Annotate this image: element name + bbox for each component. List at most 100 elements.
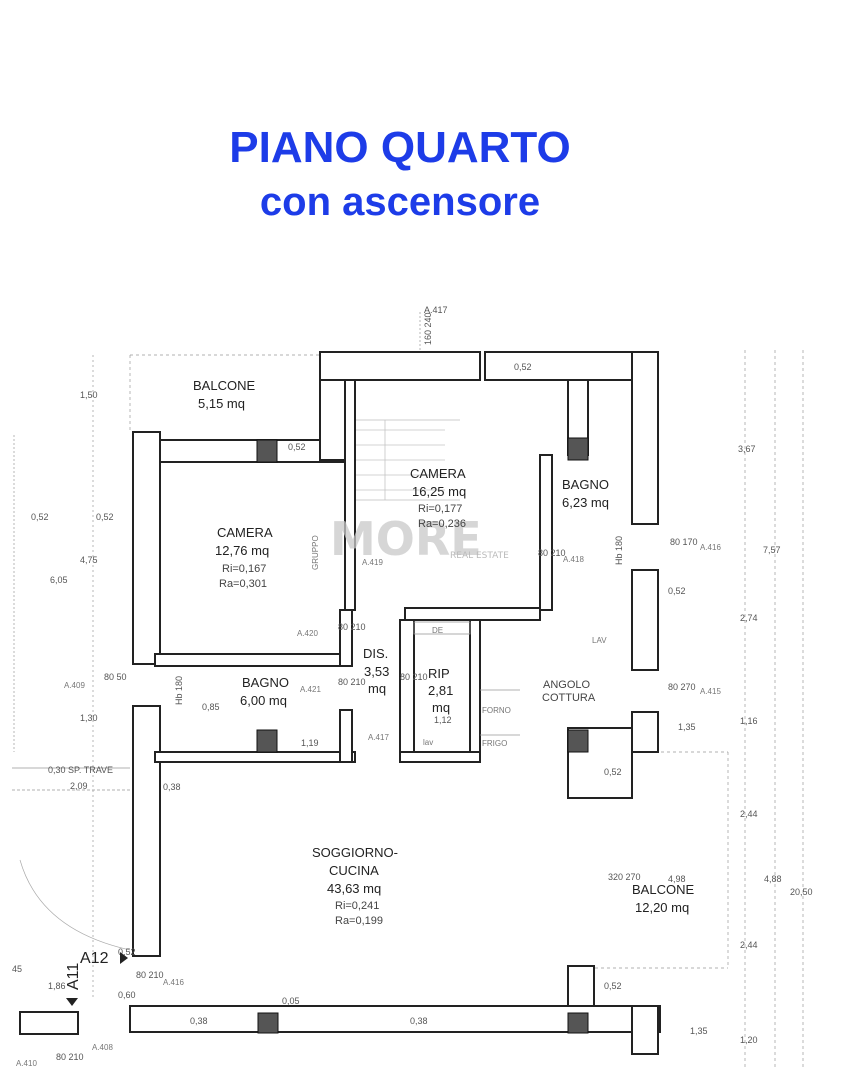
marker-a11: A11 (65, 963, 82, 990)
dim-a415: A.415 (700, 687, 721, 696)
kitchen-fixtures (413, 621, 520, 736)
dim-a420: A.420 (297, 629, 318, 638)
dim-038-b: 0,38 (190, 1016, 208, 1026)
wall-west-lower (132, 705, 161, 957)
dim-052-left1: 0,52 (31, 512, 49, 522)
dim-hb-180-a: Hb 180 (614, 536, 624, 565)
room-soggiorno-ra: Ra=0,199 (335, 915, 383, 927)
room-dis-unit: mq (368, 681, 386, 696)
guide-lines (12, 312, 804, 1070)
dim-80-170: 80 170 (670, 537, 698, 547)
room-balcone-north-name: BALCONE (193, 378, 255, 393)
dim-605: 6,05 (50, 575, 68, 585)
room-rip-name: RIP (428, 666, 450, 681)
dim-244-b: 2,44 (740, 940, 758, 950)
wall-camera2-bagno (539, 454, 553, 611)
wall-camera2-bottom (404, 607, 541, 621)
room-soggiorno-line1: SOGGIORNO- (312, 845, 398, 860)
stair-hatch (355, 420, 445, 500)
section-markers: A12 A11 (65, 950, 128, 1006)
wall-southwest-stub (19, 1011, 79, 1035)
room-angolo-line1: ANGOLO (543, 679, 591, 691)
wall-bagno2-right (339, 709, 353, 763)
dim-052-left2: 0,52 (96, 512, 114, 522)
room-soggiorno-ri: Ri=0,241 (335, 900, 379, 912)
wall-rip-bottom (399, 751, 481, 763)
dim-052-col2: 0,52 (604, 767, 622, 777)
wall-west (132, 431, 161, 665)
room-rip-area: 2,81 (428, 683, 453, 698)
room-camera2-ra: Ra=0,236 (418, 518, 466, 530)
dim-052-east: 0,52 (668, 586, 686, 596)
dim-80-270: 80 270 (668, 682, 696, 692)
fixture-frigo: FRIGO (482, 739, 507, 748)
dim-160-240: 160 240 (423, 312, 433, 345)
wall-north-right (484, 351, 646, 381)
marker-a12: A12 (80, 950, 109, 967)
dim-80-210-e: 80 210 (136, 970, 164, 980)
columns (256, 437, 589, 1034)
wall-camera1-top (149, 439, 346, 463)
room-labels: BALCONE 5,15 mq CAMERA 12,76 mq Ri=0,167… (193, 378, 694, 927)
dim-120: 1,20 (740, 1035, 758, 1045)
dim-a409: A.409 (64, 681, 85, 690)
dim-45: 45 (12, 964, 22, 974)
column (257, 1012, 279, 1034)
wall-southeast-corner (631, 1005, 659, 1055)
dim-475: 4,75 (80, 555, 98, 565)
marker-a12-arrow (120, 952, 128, 964)
column (567, 437, 589, 461)
room-bagno2-name: BAGNO (242, 675, 289, 690)
dim-a417-b: A.417 (368, 733, 389, 742)
wall-kitchen-east-top (631, 711, 659, 753)
marker-a11-arrow (66, 998, 78, 1006)
dim-498: 4,98 (668, 874, 686, 884)
room-bagno1-name: BAGNO (562, 477, 609, 492)
dim-052-south2: 0,52 (118, 947, 136, 957)
room-camera2-area: 16,25 mq (412, 484, 466, 499)
dim-80-210-d: 80 210 (400, 672, 428, 682)
dim-112: 1,12 (434, 715, 452, 725)
dim-060: 0,60 (118, 990, 136, 1000)
dim-a418: A.418 (563, 555, 584, 564)
wall-bagno2-bottom (154, 751, 356, 763)
dim-80-210-b: 80 210 (338, 622, 366, 632)
dim-80-210-c: 80 210 (338, 677, 366, 687)
column (256, 439, 278, 463)
dim-038-c: 0,38 (410, 1016, 428, 1026)
room-camera2-ri: Ri=0,177 (418, 503, 462, 515)
room-camera1-area: 12,76 mq (215, 543, 269, 558)
dim-757: 7,57 (763, 545, 781, 555)
wall-rip-left (399, 619, 415, 761)
dim-038-a: 0,38 (163, 782, 181, 792)
dim-320-270: 320 270 (608, 872, 641, 882)
plan-heading: PIANO QUARTO con ascensore (0, 120, 800, 228)
wall-east-mid (631, 569, 659, 671)
dim-005: 0,05 (282, 996, 300, 1006)
dim-116: 1,16 (740, 716, 758, 726)
dim-a419: A.419 (362, 558, 383, 567)
fixture-lav: LAV (592, 636, 607, 645)
wall-camera2-left (344, 379, 356, 611)
dim-052-north: 0,52 (514, 362, 532, 372)
room-bagno2-area: 6,00 mq (240, 693, 287, 708)
dim-030-trave: 0,30 SP. TRAVE (48, 765, 113, 775)
fixture-de: DE (432, 626, 443, 635)
wall-camera1-bottom (154, 653, 346, 667)
room-camera2-name: CAMERA (410, 466, 466, 481)
dim-367: 3,67 (738, 444, 756, 454)
dim-80-210-f: 80 210 (56, 1052, 84, 1062)
room-camera1-ra: Ra=0,301 (219, 578, 267, 590)
walls (19, 351, 661, 1055)
room-camera1-name: CAMERA (217, 525, 273, 540)
column (256, 729, 278, 753)
wall-dis-left (339, 609, 353, 667)
room-balcone-north-area: 5,15 mq (198, 396, 245, 411)
room-balcone-east-area: 12,20 mq (635, 900, 689, 915)
dim-150: 1,50 (80, 390, 98, 400)
watermark-logo: MORE (330, 512, 482, 566)
dim-135-b: 1,35 (690, 1026, 708, 1036)
dim-80-210-a: 80 210 (538, 548, 566, 558)
dim-274: 2,74 (740, 613, 758, 623)
